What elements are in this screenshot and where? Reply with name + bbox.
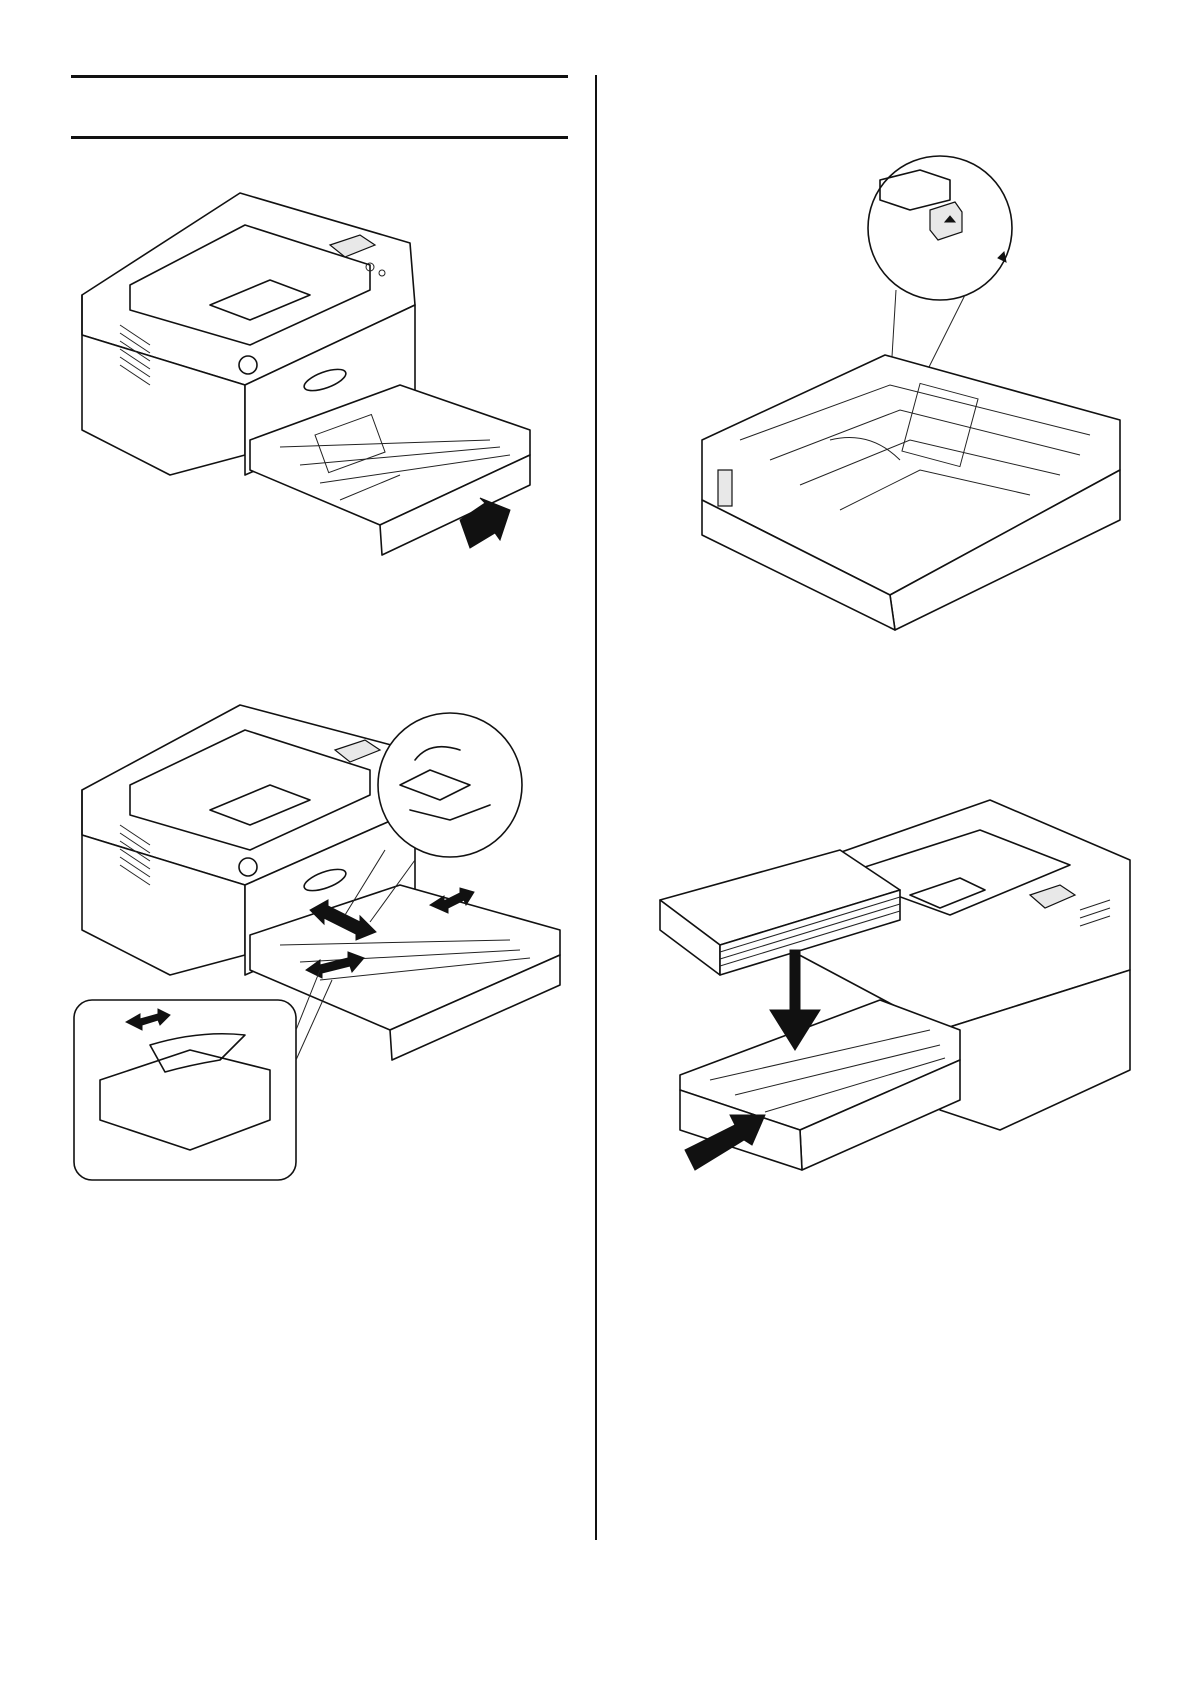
figure-printer-tray-pull-out (70, 185, 550, 605)
header-rule-top (71, 75, 568, 78)
figure-printer-tray-guides (70, 700, 570, 1220)
column-divider (595, 75, 597, 1540)
figure-load-paper-into-tray (640, 800, 1130, 1250)
header-rule-bottom (71, 136, 568, 139)
figure-tray-paper-level-indicator (700, 140, 1130, 630)
